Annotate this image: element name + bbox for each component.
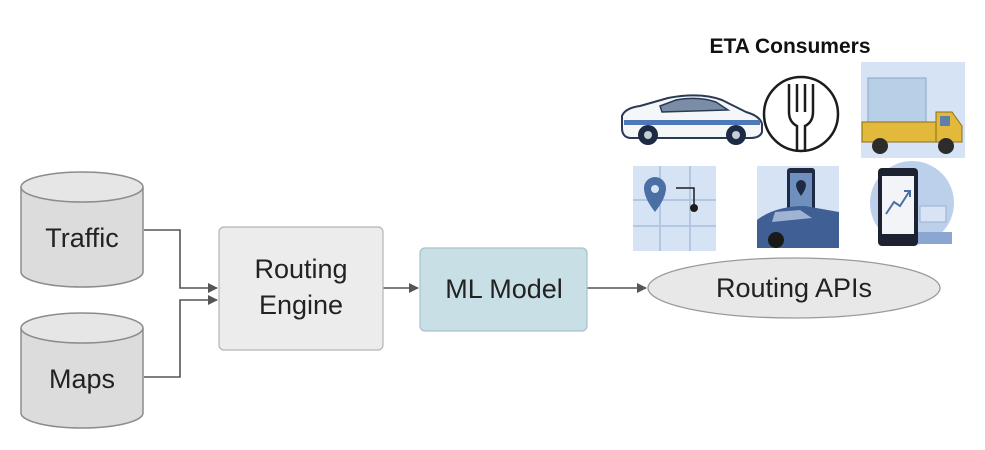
traffic-to-engine-arrow: [144, 229, 218, 293]
eta-consumers-title: ETA Consumers: [709, 35, 870, 58]
maps-cylinder-top: [20, 312, 144, 344]
truck-icon: [861, 62, 965, 158]
routing-engine-label-line1: Routing: [254, 254, 347, 284]
routing-engine-box: Routing Engine: [218, 226, 384, 351]
maps-database: Maps: [20, 312, 144, 429]
traffic-cylinder-top: [20, 171, 144, 203]
map-pin-icon: [633, 166, 716, 251]
maps-to-engine-arrow: [144, 295, 218, 378]
traffic-cylinder-body: [20, 187, 144, 288]
maps-label: Maps: [49, 364, 115, 394]
routing-engine-label-line2: Engine: [259, 290, 343, 320]
routing-apis-node: Routing APIs: [647, 257, 941, 319]
connectors: [144, 229, 647, 378]
traffic-label: Traffic: [45, 223, 119, 253]
traffic-database: Traffic: [20, 171, 144, 288]
ml-model-box: ML Model: [419, 247, 588, 332]
car-icon: [621, 94, 763, 145]
routing-apis-label: Routing APIs: [716, 273, 872, 303]
phone-car-icon: [757, 166, 839, 248]
fork-icon: [762, 75, 840, 153]
phone-chart-icon: [870, 161, 954, 246]
ml-model-label: ML Model: [445, 274, 563, 304]
maps-cylinder-body: [20, 328, 144, 429]
